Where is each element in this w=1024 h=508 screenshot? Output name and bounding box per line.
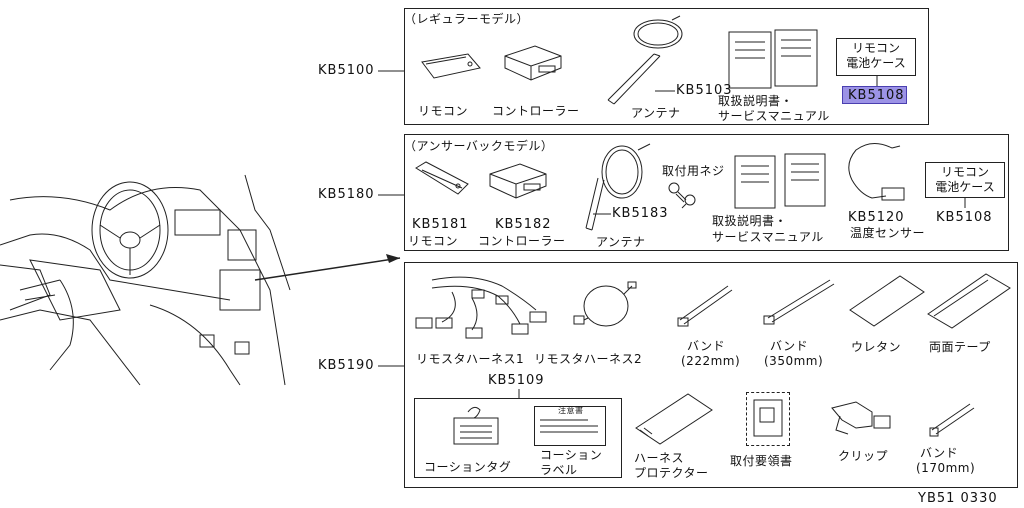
item-label: (170mm) (916, 461, 976, 475)
part-code: KB5103 (676, 83, 733, 98)
battery-case-label: リモコン 電池ケース (925, 162, 1005, 198)
part-code: KB5181 (412, 217, 469, 232)
harness-protector-icon (635, 393, 713, 445)
case-line-1: リモコン (851, 41, 900, 55)
leader-line (518, 389, 520, 399)
leader-line (593, 213, 611, 215)
caution-label-icon (534, 406, 606, 446)
group-box-kb5100 (404, 8, 929, 125)
cable-tie-icon (929, 403, 975, 437)
item-label: アンテナ (631, 106, 681, 120)
leader-line (378, 365, 404, 367)
item-label: クリップ (838, 449, 889, 463)
item-label: コントローラー (492, 104, 580, 118)
urethane-pad-icon (849, 275, 925, 327)
item-label: プロテクター (634, 466, 709, 480)
item-label: リモスタハーネス2 (534, 352, 643, 366)
caution-label-text-lines (540, 419, 598, 433)
item-label: コーションタグ (424, 460, 512, 474)
item-label: サービスマニュアル (712, 230, 824, 244)
group-box-kb5190 (404, 262, 1018, 488)
selection-highlight (842, 86, 907, 104)
group-code-kb5100: KB5100 (318, 63, 375, 78)
item-label: バンド (687, 339, 726, 353)
item-label: 取付要領書 (730, 454, 793, 468)
cable-tie-icon (763, 279, 835, 325)
item-label: 取扱説明書・ (718, 94, 794, 108)
controller-icon (489, 163, 547, 199)
harness-icon (415, 276, 547, 339)
item-label: コントローラー (478, 234, 566, 248)
item-label: リモスタハーネス1 (416, 352, 525, 366)
item-label: ハーネス (634, 451, 685, 465)
manual-icon (734, 153, 826, 209)
item-label: (350mm) (764, 354, 824, 368)
group-title: （レギュラーモデル） (404, 12, 530, 26)
part-code: KB5183 (612, 206, 669, 221)
selection-highlight-border (842, 86, 907, 104)
leader-line (964, 198, 966, 208)
item-label: ウレタン (851, 340, 902, 354)
install-guide-drawing (753, 399, 783, 437)
antenna-icon (607, 15, 683, 105)
item-label: リモコン (408, 234, 459, 248)
harness-2-icon (573, 281, 637, 327)
group-title: （アンサーバックモデル） (404, 139, 554, 153)
subgroup-code-kb5109: KB5109 (488, 373, 545, 388)
controller-icon (504, 45, 562, 81)
group-box-kb5180 (404, 134, 1009, 251)
leader-line (378, 70, 404, 72)
figure-code: YB51 0330 (918, 491, 998, 506)
part-code-kb5108-highlighted[interactable]: KB5108 (848, 88, 905, 103)
leader-line (378, 194, 404, 196)
double-sided-tape-icon (927, 273, 1011, 329)
caution-label-heading: 注意書 (558, 406, 584, 415)
item-label: 温度センサー (850, 226, 926, 240)
item-label: (222mm) (681, 354, 741, 368)
subgroup-box-kb5109 (414, 398, 622, 478)
car-interior-illustration (0, 174, 401, 386)
antenna-icon (585, 143, 651, 231)
group-code-kb5180: KB5180 (318, 187, 375, 202)
item-label: 取付用ネジ (662, 164, 725, 178)
battery-case-label: リモコン 電池ケース (836, 38, 916, 76)
temperature-sensor-icon (848, 143, 905, 201)
part-code: KB5182 (495, 217, 552, 232)
item-label: ラベル (540, 463, 578, 477)
leader-line (876, 76, 878, 86)
caution-tag-icon (453, 406, 499, 445)
item-label: バンド (770, 339, 809, 353)
item-label: アンテナ (596, 235, 646, 249)
item-label: バンド (920, 446, 959, 460)
item-label: 取扱説明書・ (712, 214, 788, 228)
install-guide-icon (746, 392, 790, 446)
item-label: リモコン (418, 104, 469, 118)
item-label: サービスマニュアル (718, 109, 830, 123)
item-label: 両面テープ (929, 340, 991, 354)
screw-icon (668, 182, 696, 209)
item-label: コーション (540, 448, 603, 462)
remote-icon (421, 53, 481, 79)
manual-icon (728, 29, 818, 89)
part-code: KB5120 (848, 210, 905, 225)
cable-tie-icon (677, 285, 733, 327)
clip-icon (831, 401, 891, 435)
group-code-kb5190: KB5190 (318, 358, 375, 373)
case-line-2: 電池ケース (846, 56, 906, 70)
part-code: KB5108 (936, 210, 993, 225)
case-line-2: 電池ケース (935, 180, 995, 194)
case-line-1: リモコン (940, 165, 989, 179)
leader-line (655, 90, 675, 92)
remote-icon (415, 161, 469, 195)
